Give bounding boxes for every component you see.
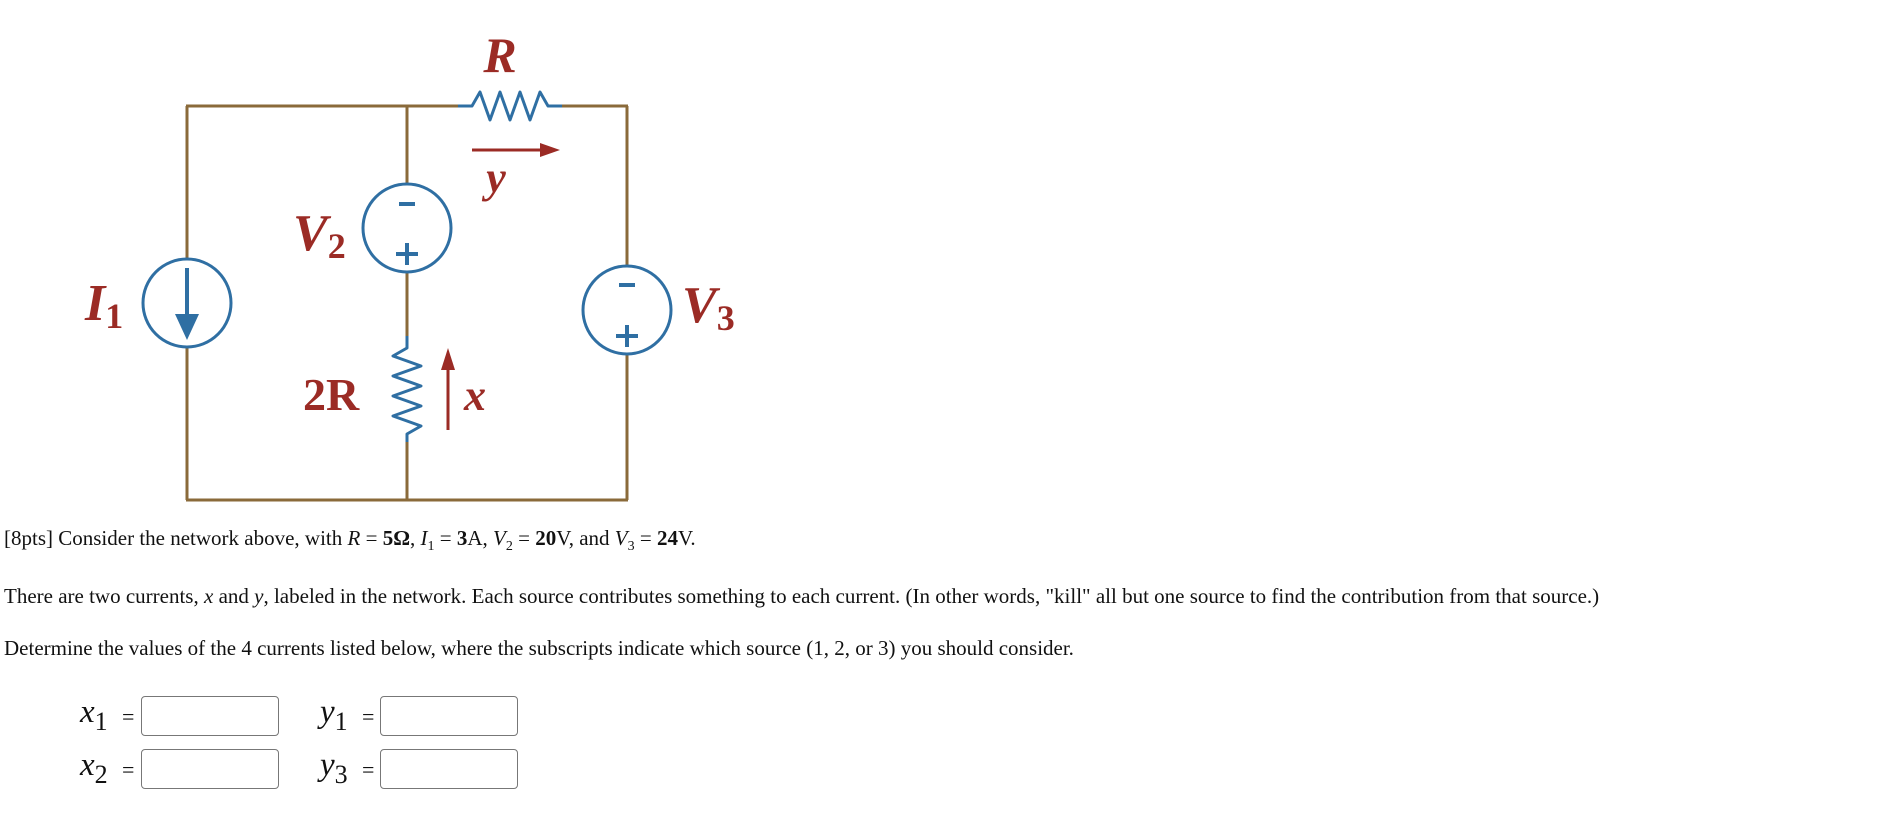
value-I1: 3 bbox=[456, 526, 468, 550]
answer-x2-label: x2 bbox=[80, 747, 108, 789]
unit-I1: A bbox=[467, 526, 483, 550]
var-I1: I bbox=[420, 526, 428, 550]
circuit-wires bbox=[185, 104, 629, 502]
var-V3: V bbox=[614, 526, 628, 550]
answer-y1-label: y1 bbox=[320, 694, 348, 736]
var-V2: V bbox=[493, 526, 506, 550]
sub-V2: 2 bbox=[505, 539, 513, 554]
equals-sign: = bbox=[122, 704, 135, 729]
statement-prefix: [8pts] Consider the network above, with bbox=[4, 526, 348, 550]
answer-y3-label: y3 bbox=[320, 747, 348, 789]
unit-V3: V. bbox=[677, 526, 696, 550]
label-R: R bbox=[482, 27, 516, 83]
equals-sign: = bbox=[362, 757, 375, 782]
separator: , bbox=[410, 526, 421, 550]
equals-sign: = bbox=[434, 526, 457, 550]
voltage-source-V3 bbox=[581, 264, 673, 356]
equals-sign: = bbox=[512, 526, 536, 550]
separator: , and bbox=[568, 526, 615, 550]
desc-part-c: , labeled in the network. Each source co… bbox=[263, 584, 1600, 608]
label-V3: V3 bbox=[682, 277, 735, 338]
problem-statement: [8pts] Consider the network above, with … bbox=[4, 526, 696, 554]
value-R: 5Ω bbox=[382, 526, 411, 550]
label-I1: I1 bbox=[84, 275, 123, 336]
x2-input[interactable] bbox=[141, 749, 279, 789]
var-R: R bbox=[347, 526, 361, 550]
sub-V3: 3 bbox=[627, 539, 635, 554]
sub-I1: 1 bbox=[427, 539, 435, 554]
equals-sign: = bbox=[360, 526, 383, 550]
equals-sign: = bbox=[634, 526, 657, 550]
voltage-source-V2 bbox=[361, 182, 453, 274]
current-arrow-y bbox=[472, 143, 560, 157]
resistor-R bbox=[458, 90, 562, 122]
label-V2: V2 bbox=[293, 205, 346, 266]
y3-input[interactable] bbox=[380, 749, 518, 789]
separator: , bbox=[482, 526, 494, 550]
desc-part-a: There are two currents, bbox=[4, 584, 204, 608]
var-x: x bbox=[203, 584, 214, 608]
instructions: Determine the values of the 4 currents l… bbox=[4, 636, 1074, 660]
value-V2: 20 bbox=[535, 526, 557, 550]
current-arrow-x bbox=[441, 348, 455, 430]
label-2R: 2R bbox=[303, 369, 360, 420]
resistor-2R bbox=[391, 336, 423, 442]
equals-sign: = bbox=[122, 757, 135, 782]
y1-input[interactable] bbox=[380, 696, 518, 736]
current-source-I1 bbox=[141, 257, 233, 349]
label-y: y bbox=[481, 153, 506, 202]
equals-sign: = bbox=[362, 704, 375, 729]
unit-V2: V bbox=[556, 526, 569, 550]
var-y: y bbox=[254, 584, 264, 608]
desc-part-b: and bbox=[213, 584, 255, 608]
circuit-diagram: R y 2R x V2 I1 V3 bbox=[84, 27, 735, 502]
x1-input[interactable] bbox=[141, 696, 279, 736]
value-V3: 24 bbox=[656, 526, 678, 550]
label-x: x bbox=[463, 371, 486, 420]
answer-x1-label: x1 bbox=[80, 694, 108, 736]
currents-description: There are two currents, x and y, labeled… bbox=[4, 584, 1599, 609]
